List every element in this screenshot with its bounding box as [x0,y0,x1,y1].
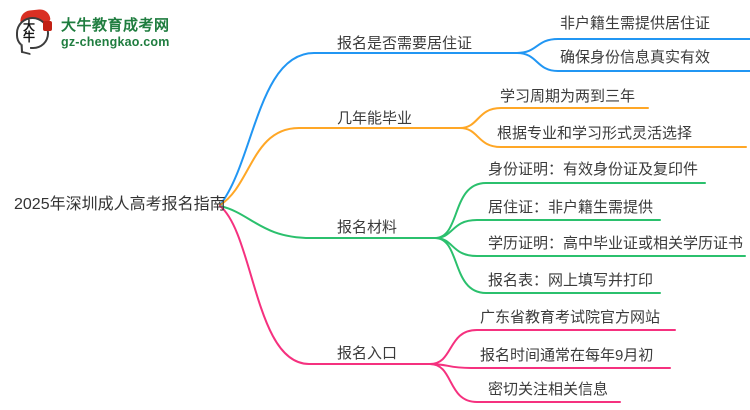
branch-2-child-0-line [434,182,706,239]
child-node: 报名时间通常在每年9月初 [480,347,654,364]
branch-node: 报名是否需要居住证 [337,35,473,52]
child-node: 非户籍生需提供居住证 [560,15,711,32]
branch-0-child-0-line [516,38,750,54]
child-node: 密切关注相关信息 [488,381,609,398]
child-node: 根据专业和学习形式灵活选择 [497,125,693,142]
child-node: 学习周期为两到三年 [500,88,636,105]
branch-1-child-1-line [459,127,747,148]
child-node: 学历证明：高中毕业证或相关学历证书 [488,235,744,252]
site-logo: 大牛 大牛教育成考网 gz-chengkao.com [14,8,170,56]
branch-1-child-0-line [459,107,649,129]
logo-bubble-text: 大牛 [23,19,36,44]
child-node: 报名表：网上填写并打印 [488,272,654,289]
branch-node: 报名入口 [337,345,398,362]
branch-node: 几年能毕业 [337,110,413,127]
logo-site-domain: gz-chengkao.com [61,35,170,49]
branch-0-main-line [219,52,518,206]
child-node: 广东省教育考试院官方网站 [480,309,661,326]
branch-3-child-0-line [429,329,676,365]
branch-3-child-2-line [429,363,621,403]
branch-1-main-line [219,127,461,206]
logo-red-seal-icon [43,21,52,31]
branch-node: 报名材料 [337,219,398,236]
branch-2-main-line [219,205,436,239]
child-node: 身份证明：有效身份证及复印件 [488,161,699,178]
branch-0-child-1-line [516,52,750,72]
logo-text-block: 大牛教育成考网 gz-chengkao.com [61,10,170,49]
child-node: 居住证：非户籍生需提供 [488,199,654,216]
logo-site-name: 大牛教育成考网 [61,17,170,34]
daniu-speech-bubble-icon: 大牛 [14,8,54,56]
branch-2-child-1-line [434,219,661,239]
branch-3-main-line [219,205,431,365]
mindmap-root-node: 2025年深圳成人高考报名指南 [14,196,226,213]
child-node: 确保身份信息真实有效 [560,49,711,66]
logo-bubble-shape [16,17,49,49]
branch-2-child-3-line [434,237,661,294]
